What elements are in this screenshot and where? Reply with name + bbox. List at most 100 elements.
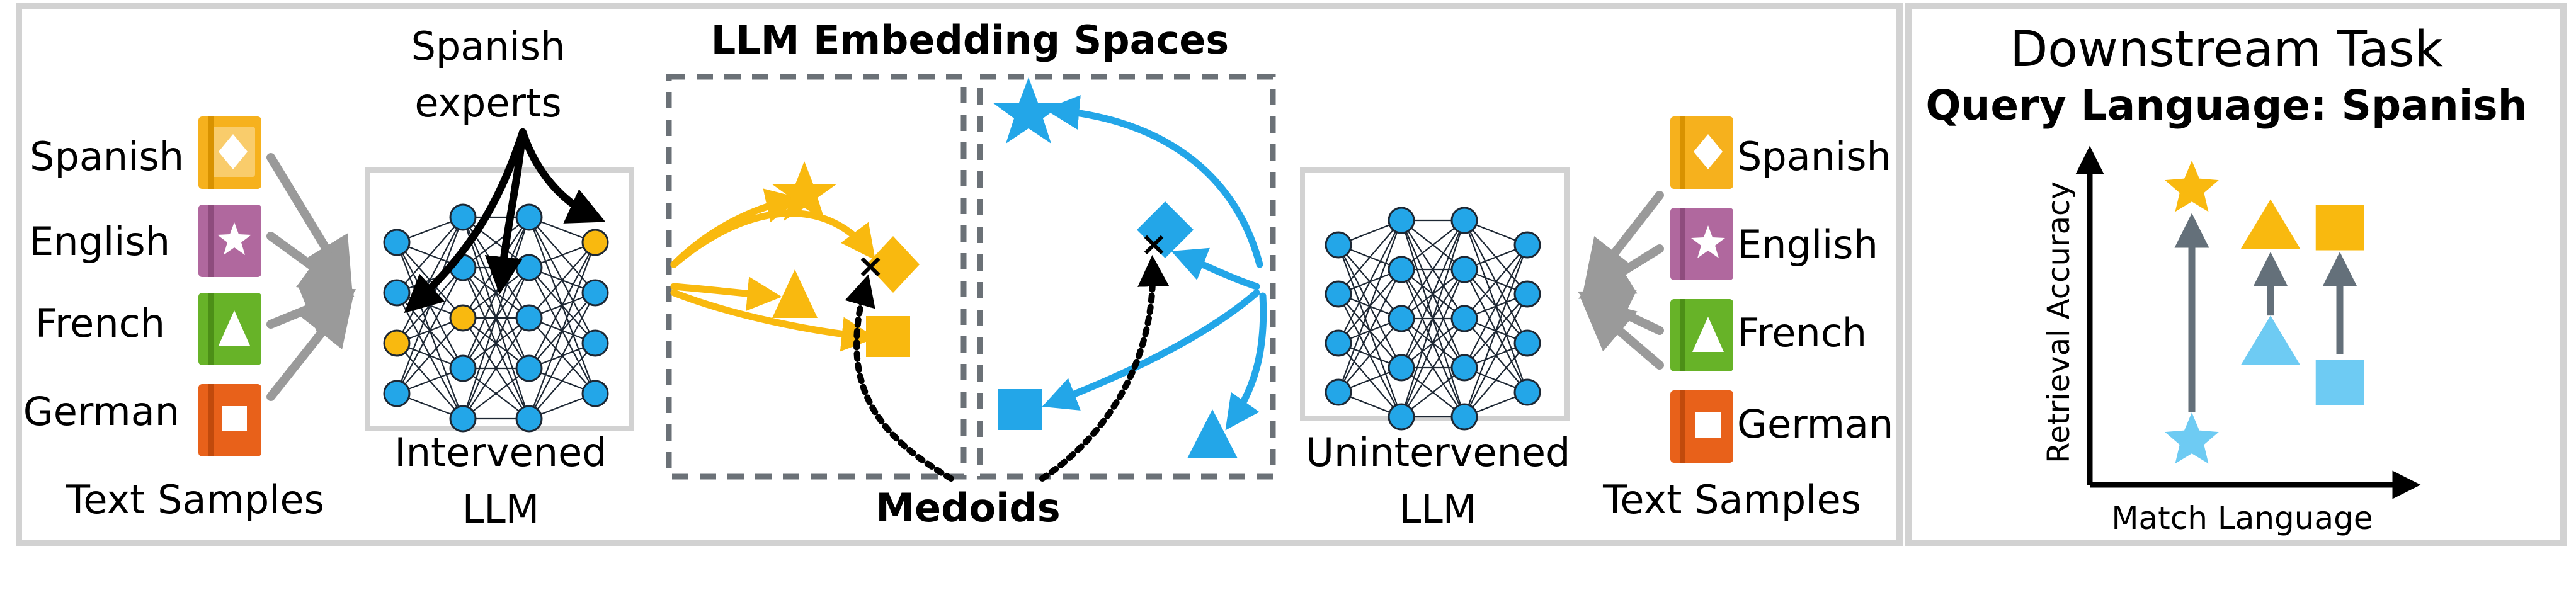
right-book-french xyxy=(1670,299,1733,371)
network-node xyxy=(1325,329,1352,357)
right-input-arrows xyxy=(1577,191,1664,370)
yellow-diamond-point xyxy=(867,236,920,293)
after-square-point xyxy=(2315,205,2364,251)
yellow-triangle-point xyxy=(772,269,818,318)
left-input-arrows xyxy=(266,153,356,401)
network-edge xyxy=(462,217,530,419)
network-edge xyxy=(1400,269,1466,417)
network-node xyxy=(1513,329,1541,357)
task-axes xyxy=(2075,145,2421,499)
unintervened-llm-caption-line2: LLM xyxy=(1399,486,1477,532)
spanish-experts-label-line2: experts xyxy=(414,80,561,126)
embedding-spaces-title: LLM Embedding Spaces xyxy=(711,17,1229,63)
network-node xyxy=(581,279,609,307)
network-edge xyxy=(1464,343,1528,417)
right-label-french: French xyxy=(1737,310,1867,356)
expert-neuron xyxy=(383,329,411,357)
intervened-llm-frame xyxy=(365,167,634,431)
network-edge xyxy=(462,317,530,419)
network-node xyxy=(581,380,609,407)
right-book-english xyxy=(1670,208,1733,280)
network-edge xyxy=(1464,293,1528,417)
left-caption-text-samples: Text Samples xyxy=(66,477,324,523)
network-edge xyxy=(1338,318,1402,393)
network-node xyxy=(1325,231,1352,259)
right-label-german: German xyxy=(1737,401,1893,447)
network-node xyxy=(1450,207,1478,234)
embedding-space-intervened xyxy=(666,74,967,480)
yellow-star-point xyxy=(772,161,837,221)
unintervened-llm-frame xyxy=(1300,167,1570,421)
left-book-spanish xyxy=(198,116,261,189)
unintervened-llm-caption-line1: Unintervened xyxy=(1306,429,1571,475)
network-node xyxy=(1513,231,1541,259)
left-label-french: French xyxy=(35,300,165,346)
blue-triangle-point xyxy=(1187,409,1238,458)
network-node xyxy=(581,329,609,357)
network-node xyxy=(1388,305,1415,332)
task-subtitle: Query Language: Spanish xyxy=(1925,81,2527,130)
blue-star-point xyxy=(993,77,1064,144)
network-edge xyxy=(396,317,464,394)
network-node xyxy=(515,354,543,382)
network-edge xyxy=(1463,244,1529,417)
right-label-english: English xyxy=(1737,222,1878,268)
right-caption-text-samples: Text Samples xyxy=(1602,477,1861,523)
network-node xyxy=(1513,280,1541,308)
medoid-arrows xyxy=(845,255,1170,482)
network-node xyxy=(1450,354,1478,382)
network-node xyxy=(1513,378,1541,406)
task-x-axis-label: Match Language xyxy=(2111,500,2373,536)
network-edge xyxy=(396,267,464,394)
after-star-point xyxy=(2165,161,2219,212)
task-panel-frame xyxy=(1905,3,2567,546)
network-edge xyxy=(1401,220,1465,319)
yellow-square-point xyxy=(866,316,910,357)
network-node xyxy=(383,380,411,407)
network-node xyxy=(1450,256,1478,283)
network-edge xyxy=(528,242,596,319)
blue-medoid-marker: × xyxy=(1140,225,1168,263)
intervened-embedding-arrows xyxy=(670,188,877,352)
network-node xyxy=(1450,403,1478,431)
network-edge xyxy=(1337,220,1403,393)
embedding-space-unintervened xyxy=(977,74,1276,480)
right-book-german xyxy=(1670,390,1733,463)
left-label-english: English xyxy=(29,218,170,264)
network-node xyxy=(383,279,411,307)
network-node xyxy=(515,254,543,281)
network-edge xyxy=(1464,244,1528,319)
network-edge xyxy=(528,242,596,419)
network-edge xyxy=(462,368,530,419)
star-icon xyxy=(1691,225,1725,258)
left-language-labels: Spanish English French German xyxy=(23,133,184,434)
task-chart-marks xyxy=(2165,161,2364,464)
network-edge xyxy=(528,292,596,419)
network-node xyxy=(449,354,477,382)
task-title: Downstream Task xyxy=(2010,21,2443,78)
network-edge xyxy=(528,242,596,369)
network-edge xyxy=(1338,220,1402,295)
intervened-llm-caption-line1: Intervened xyxy=(394,429,607,475)
expert-neuron xyxy=(581,229,609,256)
network-edge xyxy=(462,217,530,268)
left-label-german: German xyxy=(23,388,180,434)
unintervened-embedding-arrows xyxy=(1042,95,1267,431)
network-node xyxy=(1388,403,1415,431)
blue-diamond-point xyxy=(1137,201,1194,258)
network-node xyxy=(1450,305,1478,332)
unintervened-llm-network xyxy=(1325,207,1541,431)
network-node xyxy=(515,405,543,433)
experts-arrows xyxy=(404,128,606,314)
main-panel-frame xyxy=(16,3,1903,546)
before-star-point xyxy=(2165,412,2219,464)
network-edge xyxy=(1400,220,1466,417)
right-book-spanish xyxy=(1670,116,1733,189)
network-node xyxy=(449,203,477,231)
network-node xyxy=(1388,207,1415,234)
network-node xyxy=(1325,280,1352,308)
network-edge xyxy=(1400,220,1466,368)
expert-neuron xyxy=(449,304,477,332)
star-icon xyxy=(217,222,251,255)
